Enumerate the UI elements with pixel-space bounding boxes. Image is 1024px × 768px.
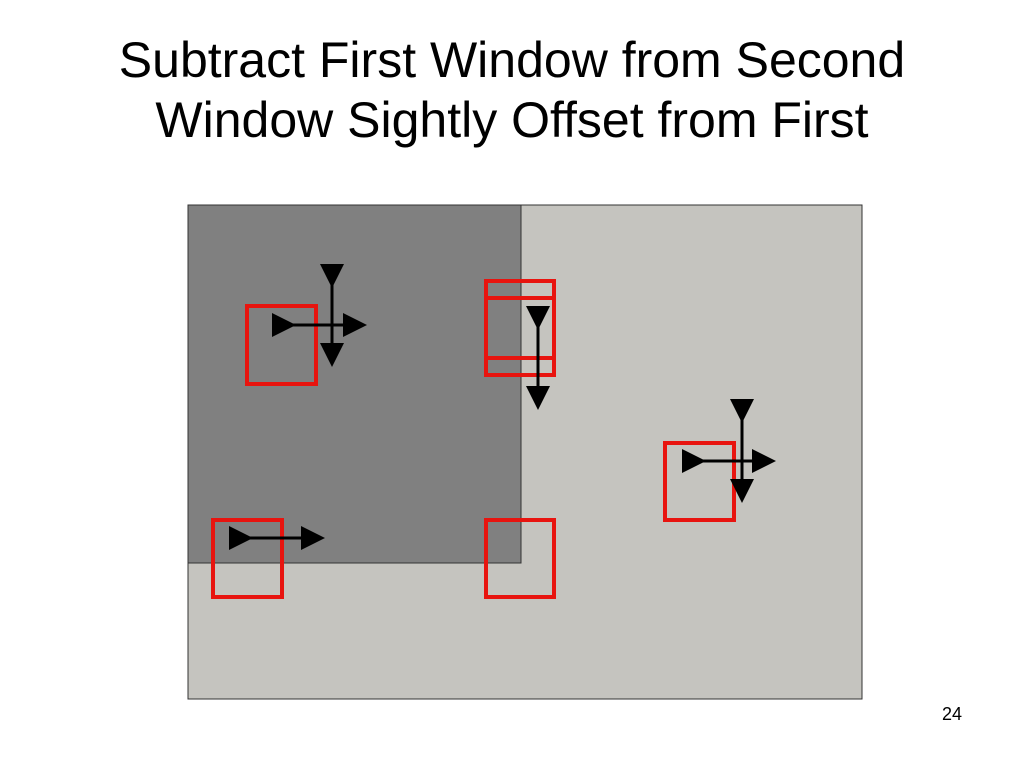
page-number: 24: [941, 704, 962, 724]
patch-flat-region: [245, 304, 318, 386]
title-line-2: Window Sightly Offset from First: [155, 92, 869, 148]
patch-edge-bottom-left: [211, 518, 284, 599]
patch-flat-region-arrows: [272, 264, 367, 367]
slide-title: Subtract First Window from Second Window…: [0, 30, 1024, 150]
patch-corner-region-bottom: [484, 518, 556, 599]
first-window: [187, 204, 522, 564]
patch-edge-region-b: [484, 296, 556, 377]
title-line-1: Subtract First Window from Second: [118, 32, 906, 88]
patch-flat-region-right-arrows: [682, 399, 776, 503]
